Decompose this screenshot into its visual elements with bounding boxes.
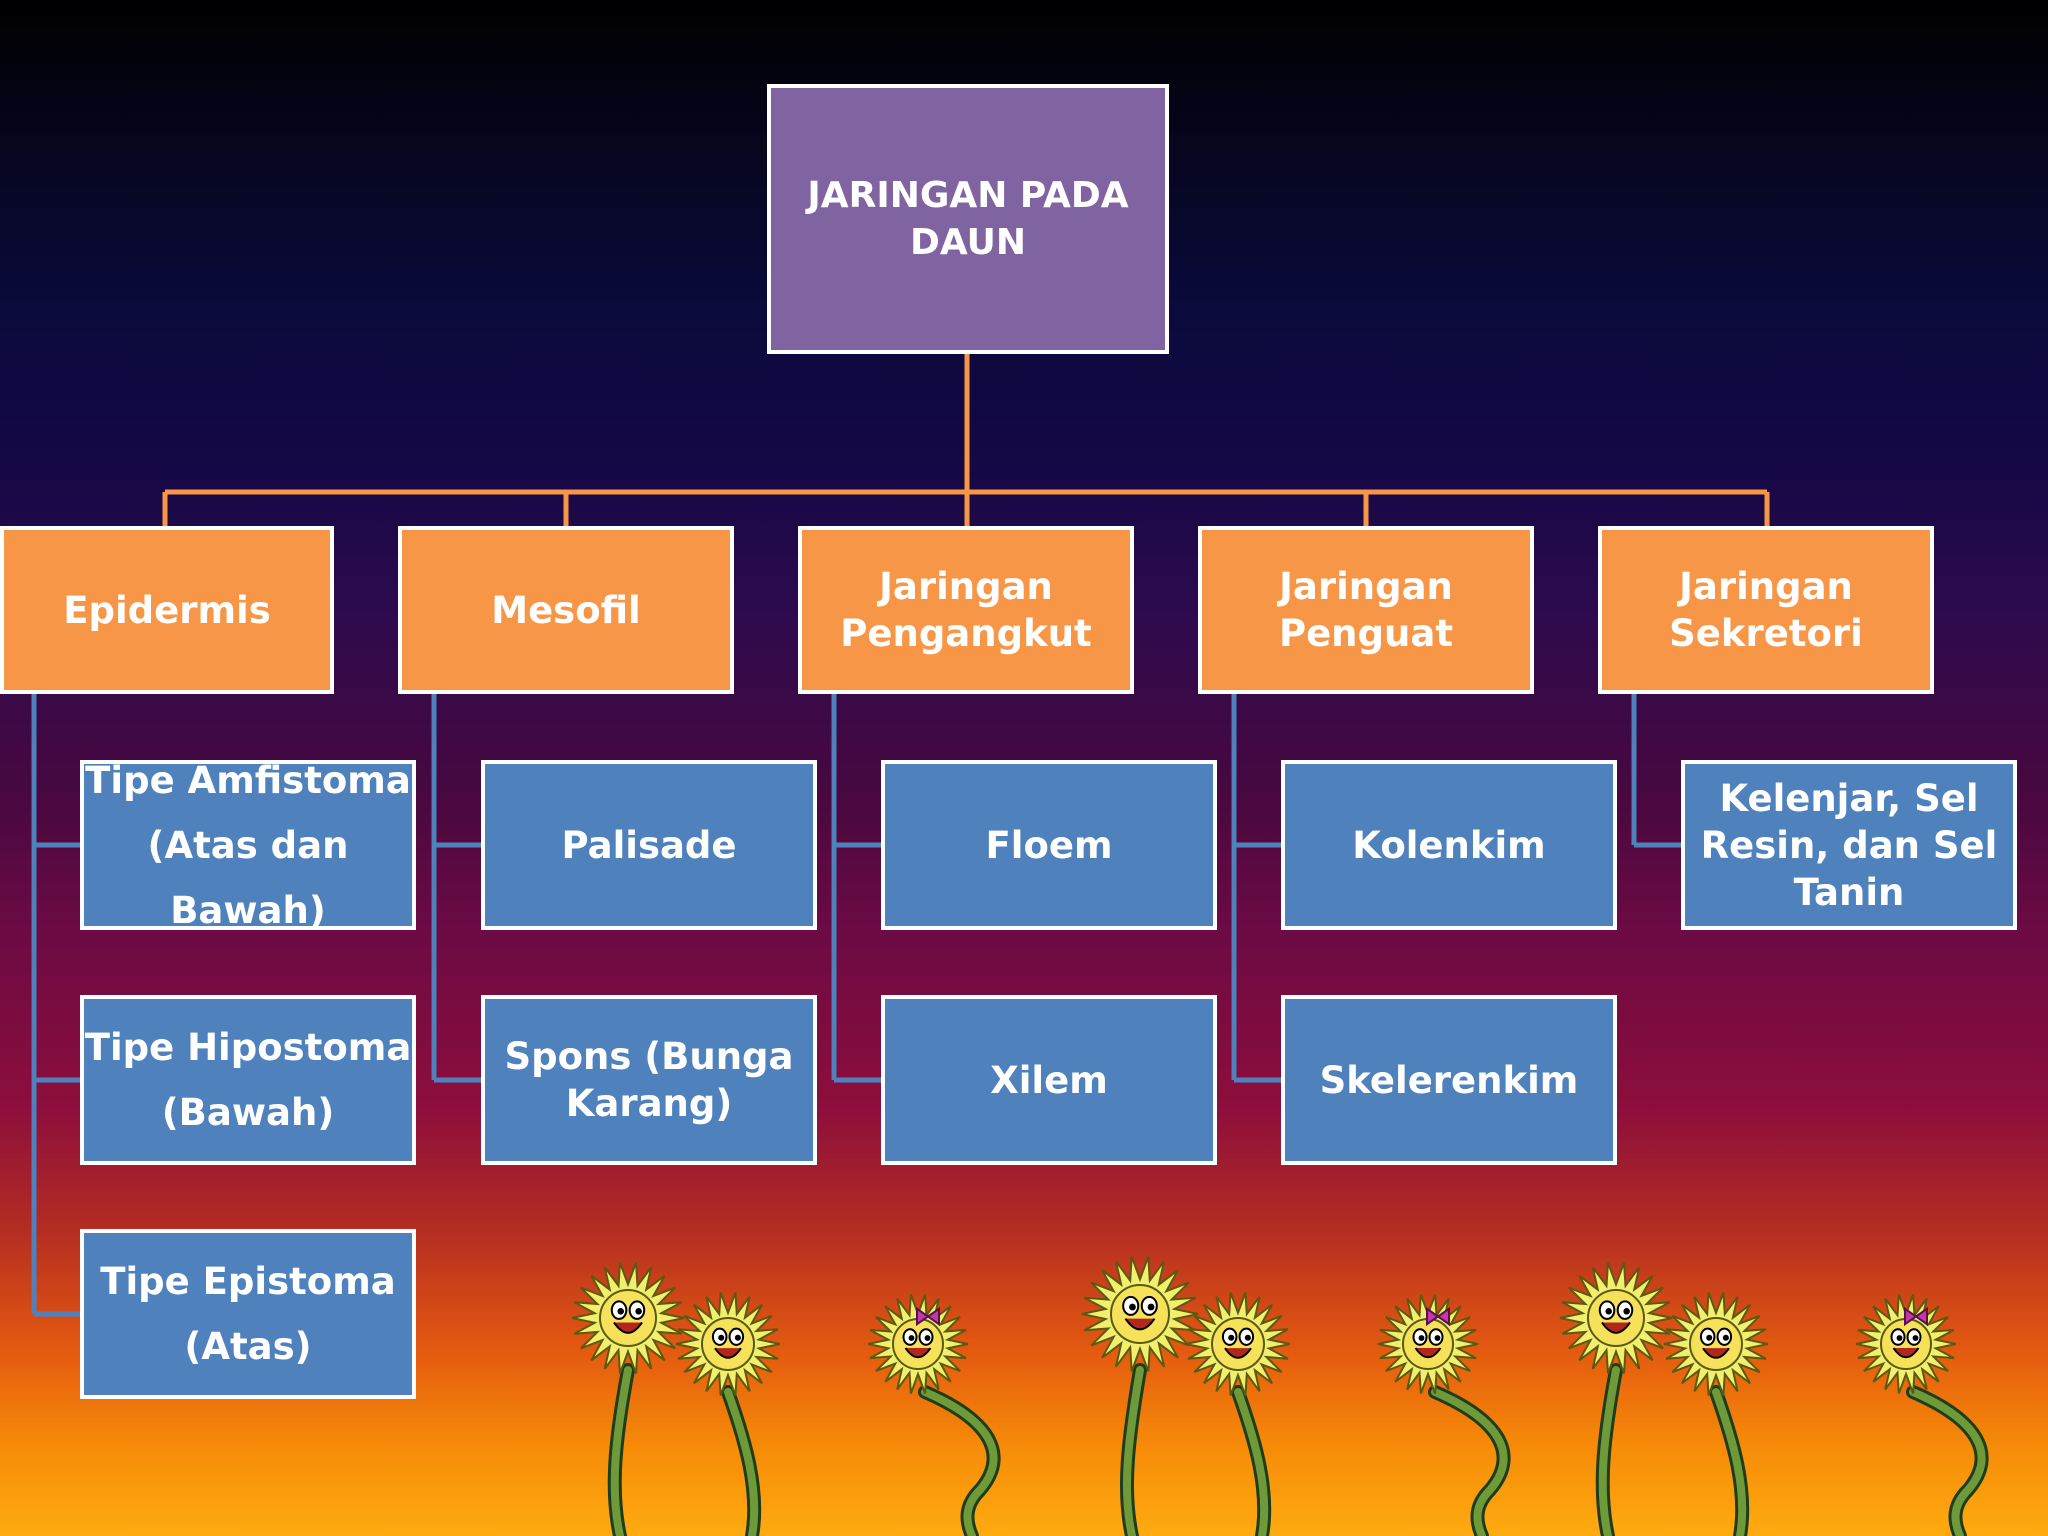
flower-cartoon-icon: [867, 1294, 1001, 1536]
flower-cartoon-icon: [1663, 1292, 1769, 1536]
penguat-child-kolenkim: Kolenkim: [1281, 760, 1617, 930]
child-label: Floem: [985, 823, 1113, 867]
child-label: Palisade: [561, 823, 737, 867]
category-epidermis: Epidermis: [0, 526, 334, 694]
flower-cartoon-icon: [1377, 1294, 1511, 1536]
child-label-line1: Tipe Epistoma: [100, 1260, 396, 1303]
child-label: Xilem: [990, 1058, 1108, 1102]
category-label: Epidermis: [63, 588, 271, 632]
category-label-line1: Jaringan: [879, 565, 1053, 608]
mesofil-child-spons: Spons (Bunga Karang): [481, 995, 817, 1165]
epidermis-child-epistoma: Tipe Epistoma (Atas): [80, 1229, 416, 1399]
pengangkut-child-floem: Floem: [881, 760, 1217, 930]
mesofil-child-palisade: Palisade: [481, 760, 817, 930]
child-label: Skelerenkim: [1319, 1058, 1579, 1102]
epidermis-child-hipostoma: Tipe Hipostoma (Bawah): [80, 995, 416, 1165]
penguat-child-skelerenkim: Skelerenkim: [1281, 995, 1617, 1165]
category-label: Jaringan Penguat: [1278, 565, 1454, 655]
flower-cartoon-icon: [571, 1262, 685, 1536]
category-jaringan-penguat: Jaringan Penguat: [1198, 526, 1534, 694]
child-label-line2: Karang): [565, 1082, 733, 1125]
epidermis-child-amfistoma: Tipe Amfistoma (Atas dan Bawah): [80, 758, 416, 932]
flower-cartoon-icon: [1185, 1292, 1291, 1536]
child-label-line1: Spons (Bunga: [504, 1035, 794, 1078]
child-label-line2: (Atas): [184, 1325, 312, 1368]
child-label-line3: Tanin: [1793, 870, 1905, 914]
category-label: Mesofil: [491, 588, 641, 632]
root-label-line1: JARINGAN PADA: [807, 175, 1129, 216]
category-jaringan-sekretori: Jaringan Sekretori: [1598, 526, 1934, 694]
flower-cartoon-icon: [1855, 1294, 1989, 1536]
flower-cartoon-icon: [1559, 1262, 1673, 1536]
category-mesofil: Mesofil: [398, 526, 734, 694]
child-label-line2: (Bawah): [161, 1091, 335, 1134]
child-label-line1: Tipe Hipostoma: [84, 1026, 412, 1069]
pengangkut-child-xilem: Xilem: [881, 995, 1217, 1165]
child-label-line1: Tipe Amfistoma: [85, 758, 411, 802]
child-label-line2: (Atas dan Bawah): [147, 823, 349, 932]
flower-cartoon-icon: [1081, 1256, 1199, 1536]
category-jaringan-pengangkut: Jaringan Pengangkut: [798, 526, 1134, 694]
child-label-line2: Resin, dan Sel: [1700, 823, 1998, 867]
sekretori-child-kelenjar: Kelenjar, Sel Resin, dan Sel Tanin: [1681, 760, 2017, 930]
category-label-line2: Pengangkut: [840, 612, 1092, 655]
root-label-line2: DAUN: [909, 222, 1026, 263]
child-label-line1: Kelenjar, Sel: [1719, 776, 1979, 820]
root-node: JARINGAN PADA DAUN: [767, 84, 1169, 354]
flower-cartoon-icon: [675, 1292, 781, 1536]
category-label: Jaringan Sekretori: [1669, 565, 1863, 655]
child-label: Kolenkim: [1352, 823, 1546, 867]
